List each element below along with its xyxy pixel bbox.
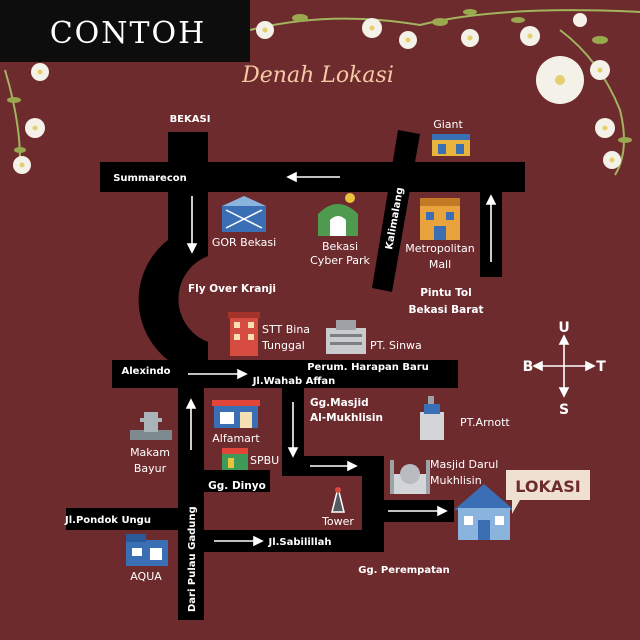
gas-station-icon bbox=[222, 448, 248, 470]
road-gg-dinyo bbox=[204, 470, 270, 492]
road-sabilillah bbox=[204, 530, 384, 552]
arnott-factory-icon bbox=[420, 396, 444, 440]
label-tower: Tower bbox=[321, 515, 354, 528]
stt-campus-icon bbox=[228, 312, 260, 356]
label-cyberpark-2: Cyber Park bbox=[310, 254, 370, 267]
cemetery-icon bbox=[130, 412, 172, 440]
compass-icon bbox=[532, 334, 596, 398]
label-pintu-tol-2: Bekasi Barat bbox=[408, 304, 483, 316]
mosque-icon bbox=[390, 460, 430, 494]
leaf-icons bbox=[7, 9, 632, 153]
label-metropolitan-2: Mall bbox=[429, 258, 451, 271]
label-masjid-1: Masjid Darul bbox=[430, 458, 498, 471]
label-alfamart: Alfamart bbox=[212, 432, 260, 445]
label-stt-1: STT Bina bbox=[262, 323, 310, 336]
label-summarecon: Summarecon bbox=[113, 173, 187, 184]
label-gg-dinyo: Gg. Dinyo bbox=[208, 480, 266, 492]
label-bekasi: BEKASI bbox=[170, 114, 211, 125]
compass-south: S bbox=[559, 402, 569, 418]
gor-stadium-icon bbox=[222, 196, 266, 232]
label-metropolitan-1: Metropolitan bbox=[405, 242, 474, 255]
label-gg-masjid-2: Al-Mukhlisin bbox=[310, 412, 383, 424]
label-harapan-baru: Perum. Harapan Baru bbox=[307, 362, 429, 373]
label-giant: Giant bbox=[433, 118, 463, 131]
header-badge bbox=[0, 0, 250, 62]
label-pondok-ungu: Jl.Pondok Ungu bbox=[64, 515, 151, 526]
label-gg-masjid-1: Gg.Masjid bbox=[310, 397, 369, 409]
label-makam-1: Makam bbox=[130, 446, 170, 459]
label-gor: GOR Bekasi bbox=[212, 236, 276, 249]
direction-arrow-icons bbox=[185, 171, 497, 547]
road-network bbox=[66, 130, 525, 620]
label-wahab-affan: Jl.Wahab Affan bbox=[252, 376, 336, 387]
label-pintu-tol-1: Pintu Tol bbox=[420, 287, 472, 299]
road-bekasi bbox=[168, 132, 208, 254]
label-flyover: Fly Over Kranji bbox=[188, 283, 276, 295]
alfamart-store-icon bbox=[212, 400, 260, 428]
road-wahab-affan bbox=[112, 360, 458, 388]
label-sinwa: PT. Sinwa bbox=[370, 339, 422, 352]
lokasi-label: LOKASI bbox=[515, 477, 580, 496]
label-alexindo: Alexindo bbox=[122, 366, 171, 377]
factory-sinwa-icon bbox=[326, 320, 366, 354]
label-stt-2: Tunggal bbox=[261, 339, 305, 352]
tower-icon bbox=[331, 487, 345, 513]
header-badge-text: CONTOH bbox=[50, 16, 207, 51]
label-makam-2: Bayur bbox=[134, 462, 167, 475]
road-pondok-ungu bbox=[66, 508, 178, 530]
compass-east: T bbox=[596, 359, 606, 375]
label-spbu: SPBU bbox=[250, 454, 279, 467]
cyberpark-building-icon bbox=[318, 193, 358, 236]
label-sabilillah: Jl.Sabilillah bbox=[267, 537, 331, 548]
page-subtitle: Denah Lokasi bbox=[241, 63, 394, 88]
flower-decoration-icons bbox=[4, 9, 640, 176]
label-pulau-gadung: Dari Pulau Gadung bbox=[187, 506, 198, 612]
giant-store-icon bbox=[432, 134, 470, 156]
lokasi-callout: LOKASI bbox=[506, 470, 590, 514]
road-kalimalang bbox=[372, 130, 420, 292]
label-aqua: AQUA bbox=[130, 570, 162, 583]
compass-west: B bbox=[523, 359, 534, 375]
mall-building-icon bbox=[420, 198, 460, 240]
label-perempatan: Gg. Perempatan bbox=[358, 565, 449, 576]
flower-icon bbox=[573, 13, 587, 27]
aqua-factory-icon bbox=[126, 534, 168, 566]
road-flyover-curve bbox=[138, 240, 208, 360]
label-masjid-2: Mukhlisin bbox=[430, 474, 482, 487]
label-arnott: PT.Arnott bbox=[460, 416, 510, 429]
label-cyberpark-1: Bekasi bbox=[322, 240, 358, 253]
compass-north: U bbox=[558, 320, 569, 336]
destination-house-icon bbox=[454, 484, 514, 540]
